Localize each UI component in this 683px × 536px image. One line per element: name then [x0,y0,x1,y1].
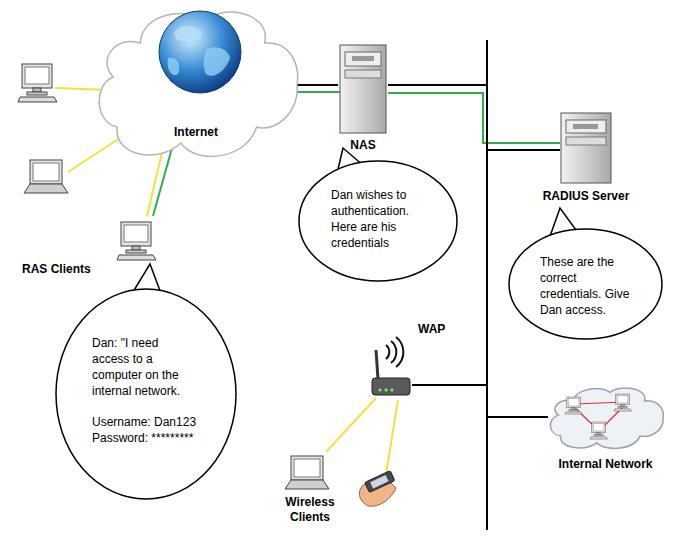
server-bay [566,137,606,145]
router-led [384,388,387,391]
globe [159,11,241,93]
laptop-computer [285,456,329,489]
internet-cloud: Internet [95,5,297,165]
bubble-text-block: These are the correct credentials. Give … [540,254,637,318]
node-label: Internet [174,125,218,140]
handheld-body [365,471,395,493]
speech-bubble: Dan: "I need access to a computer on the… [55,288,237,500]
server-slot [573,124,598,129]
bubble-shape [56,289,236,499]
radius-server: RADIUS Server [560,110,612,206]
continent [168,58,180,75]
wifi-wave [386,345,389,359]
router-body [372,378,410,395]
continent [204,47,230,76]
laptop-computer [24,160,68,193]
bubble-outline [508,228,663,340]
desktop-computer [18,64,57,102]
cloud-shape [550,388,663,448]
internal-network-cloud: Internal Network [548,385,663,452]
antenna [376,350,378,379]
router-led [378,388,381,391]
node-label: WAP [418,322,445,337]
desktop-computer [590,422,608,439]
client-link [68,138,120,172]
network-link [297,84,338,86]
lan-computers [565,394,632,439]
server-slot [352,56,374,61]
node-label: RADIUS Server [543,189,630,204]
bubble-shape [509,229,662,339]
router-icon [372,337,410,395]
bubble-text: Username: Dan123 [92,414,188,430]
speech-bubble: Dan wishes to authentication. Here are h… [298,160,458,282]
free-label: RAS Clients [22,262,91,277]
lan-link [602,406,624,428]
server-body [340,45,386,133]
router-led [390,388,393,391]
bubble-text: Password: ********* [92,430,188,446]
bubble-text: These are the correct credentials. Give … [540,254,637,318]
server-icon [561,113,611,183]
globe-icon [159,11,241,93]
desktop-computer [614,394,632,411]
bubble-text-block: Dan: "I need access to a computer on the… [92,335,188,446]
speech-bubble: These are the correct credentials. Give … [508,228,663,340]
network-link [388,93,560,143]
free-label: Wireless Clients [280,495,340,525]
server-body [561,113,611,183]
globe-highlight [174,26,202,42]
wifi-wave [391,341,396,363]
server-bay [345,70,381,78]
wifi-wave [396,337,403,367]
wireless-link [326,398,376,452]
server-bay [345,52,381,66]
server-icon [340,45,386,133]
server-bay [566,120,606,133]
bubble-text: Dan wishes to authentication. Here are h… [331,187,423,251]
bubble-shape [299,161,457,281]
continent [178,25,206,43]
bubble-text: Dan: "I need access to a computer on the… [92,335,188,399]
cloud-outline [548,385,663,452]
handheld-device [359,471,396,507]
auth-path [153,148,172,216]
desktop-computer [565,397,583,414]
nas-server: NAS [338,42,388,152]
bus-stub [487,149,560,151]
bubble-text-block: Dan wishes to authentication. Here are h… [331,187,423,251]
cloud-outline [95,5,297,165]
node-label: Internal Network [558,457,652,472]
handheld-screen [370,475,388,489]
wireless-link [386,400,398,474]
node-label: NAS [350,138,375,153]
lan-link [575,402,624,404]
wireless-access-point: WAP [368,345,412,405]
desktop-computer [117,222,156,260]
cloud-shape [99,12,297,156]
lan-link [575,408,596,428]
